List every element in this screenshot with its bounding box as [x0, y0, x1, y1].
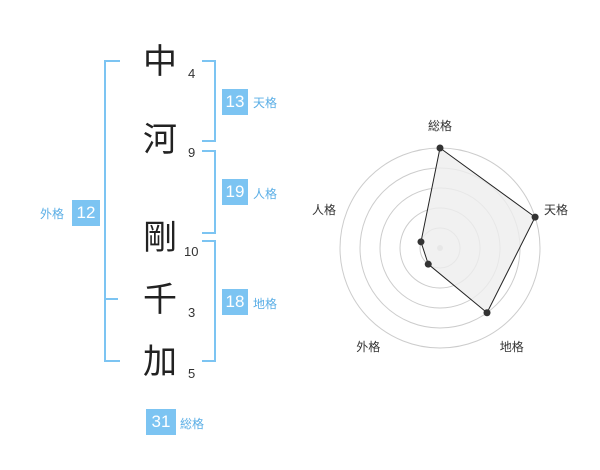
gaikaku-label: 外格 [40, 207, 65, 221]
radar-point-4 [424, 260, 432, 268]
radar-axis-label-3: 地格 [499, 339, 524, 354]
gaikaku-value: 12 [72, 200, 100, 226]
stroke-count-4: 3 [188, 305, 196, 320]
chikaku-bracket [202, 240, 216, 362]
jinkaku-label: 人格 [253, 187, 278, 201]
radar-point-3 [483, 309, 491, 317]
tenkaku-label: 天格 [253, 96, 278, 110]
radar-point-2 [531, 213, 539, 221]
radar-axis-label-5: 人格 [311, 203, 336, 218]
jinkaku-bracket [202, 150, 216, 234]
radar-axis-label-4: 外格 [356, 339, 381, 354]
radar-series-polygon [420, 147, 536, 314]
gaikaku-bracket [104, 60, 120, 362]
stroke-count-2: 9 [188, 145, 196, 160]
tenkaku-bracket [202, 60, 216, 142]
stroke-count-3: 10 [184, 244, 199, 259]
radar-point-5 [417, 238, 425, 246]
radar-axis-label-1: 総格 [427, 119, 453, 133]
radar-axis-label-2: 天格 [544, 203, 569, 218]
gaikaku-bracket-split [104, 298, 118, 300]
name-char-4: 千 [143, 280, 177, 320]
name-char-1: 中 [143, 42, 177, 82]
name-char-2: 河 [143, 120, 177, 160]
jinkaku-value: 19 [222, 179, 248, 205]
name-char-3: 剛 [143, 218, 177, 258]
soukaku-value: 31 [146, 409, 176, 435]
stroke-count-1: 4 [188, 66, 196, 81]
stroke-count-5: 5 [188, 366, 196, 381]
chikaku-value: 18 [222, 289, 248, 315]
chikaku-label: 地格 [253, 297, 278, 311]
name-char-5: 加 [143, 342, 177, 382]
soukaku-label: 総格 [180, 417, 205, 431]
radar-point-1 [436, 144, 444, 152]
tenkaku-value: 13 [222, 89, 248, 115]
